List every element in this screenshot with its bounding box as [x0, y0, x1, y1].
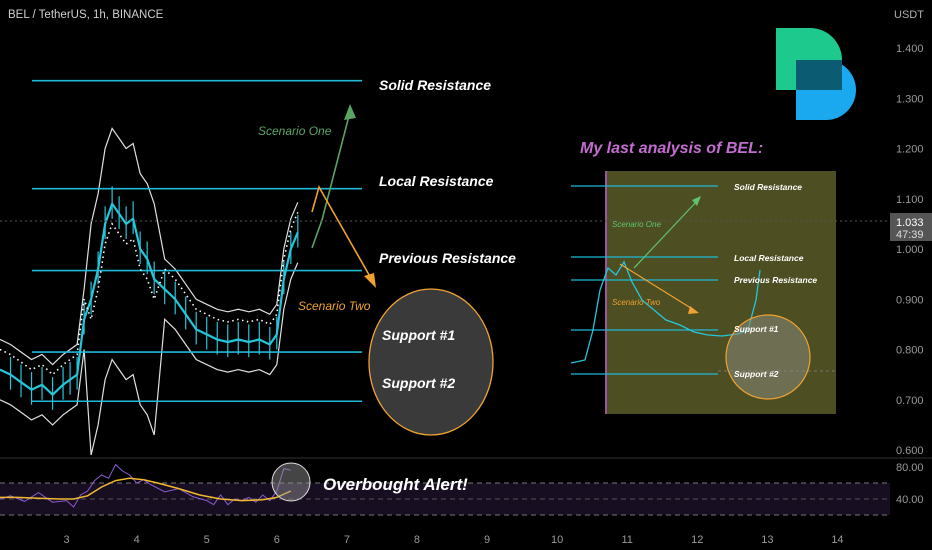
y-tick-label: 1.200 — [896, 144, 924, 156]
inset-scenario-two-arrow — [619, 263, 695, 311]
y-tick-label: 1.100 — [896, 194, 924, 206]
last-price-value: 1.033 — [896, 217, 924, 229]
scenario-two-arrow — [311, 184, 376, 288]
inset-label-support-2: Support #2 — [734, 369, 779, 379]
inset-label-scenario-one: Scenario One — [612, 220, 661, 229]
y-axis-ticks: 0.600 0.700 0.800 0.900 1.000 1.100 1.200 1.300… — [896, 43, 924, 457]
x-tick-label: 3 — [64, 534, 70, 546]
x-tick-label: 5 — [204, 534, 210, 546]
x-tick-label: 13 — [761, 534, 773, 546]
label-previous-resistance: Previous Resistance — [379, 250, 516, 266]
x-tick-label: 12 — [691, 534, 703, 546]
support-zone-ellipse — [368, 288, 494, 436]
inset-label-local-resistance: Local Resistance — [734, 253, 804, 263]
x-tick-label: 7 — [344, 534, 350, 546]
inset-scenario-arrows — [619, 196, 701, 314]
inset-title: My last analysis of BEL: — [580, 140, 763, 157]
label-overbought-alert: Overbought Alert! — [323, 475, 468, 494]
inset-label-support-1: Support #1 — [734, 324, 779, 334]
y-tick-label: 0.700 — [896, 395, 924, 407]
y-tick-label: 0.900 — [896, 294, 924, 306]
label-local-resistance: Local Resistance — [379, 173, 494, 189]
y-tick-label: 1.000 — [896, 244, 924, 256]
last-price-tag — [0, 213, 932, 241]
x-tick-label: 11 — [621, 534, 632, 546]
overbought-circle — [271, 462, 311, 502]
x-tick-label: 4 — [134, 534, 140, 546]
y-tick-label: 0.600 — [896, 445, 924, 457]
candle-series — [0, 186, 299, 410]
y-tick-label: 1.400 — [896, 43, 924, 55]
price-line — [0, 202, 299, 396]
label-scenario-two: Scenario Two — [298, 299, 371, 313]
inset-label-previous-resistance: Previous Resistance — [734, 275, 817, 285]
bollinger-mid — [0, 211, 299, 376]
currency-label: USDT — [894, 9, 924, 21]
label-scenario-one: Scenario One — [258, 124, 332, 138]
x-tick-label: 10 — [551, 534, 563, 546]
bollinger-bands — [0, 127, 299, 456]
bollinger-lower — [0, 262, 299, 456]
y-tick-label: 0.800 — [896, 345, 924, 357]
rsi-tick-label: 40.00 — [896, 494, 924, 506]
rsi-ma-line — [0, 477, 292, 502]
inset-label-scenario-two: Scenario Two — [612, 298, 661, 307]
rsi-axis-ticks: 40.00 80.00 — [896, 462, 924, 506]
label-support-2: Support #2 — [382, 375, 455, 391]
label-support-1: Support #1 — [382, 327, 455, 343]
inset-support-circle — [725, 314, 811, 400]
x-tick-label: 8 — [414, 534, 420, 546]
inset-scenario-one-arrow — [633, 199, 699, 269]
bar-countdown: 47:39 — [896, 229, 924, 241]
bollinger-upper — [0, 127, 299, 366]
x-tick-label: 9 — [484, 534, 490, 546]
level-lines — [32, 79, 362, 403]
rsi-tick-label: 80.00 — [896, 462, 924, 474]
rsi-pane — [0, 457, 932, 516]
x-tick-label: 6 — [274, 534, 280, 546]
inset-scenario-two-head — [688, 306, 699, 314]
bella-logo — [776, 28, 856, 120]
label-solid-resistance: Solid Resistance — [379, 77, 491, 93]
inset-scenario-one-head — [692, 196, 701, 206]
x-axis-ticks: 3 4 5 6 7 8 9 10 11 12 13 14 — [64, 534, 844, 546]
x-tick-label: 14 — [831, 534, 843, 546]
bollinger-basis — [0, 211, 299, 376]
symbol-title: BEL / TetherUS, 1h, BINANCE — [8, 9, 164, 21]
scenario-one-arrow — [311, 104, 356, 249]
rsi-lines — [0, 463, 292, 508]
inset-label-solid-resistance: Solid Resistance — [734, 182, 802, 192]
y-tick-label: 1.300 — [896, 93, 924, 105]
